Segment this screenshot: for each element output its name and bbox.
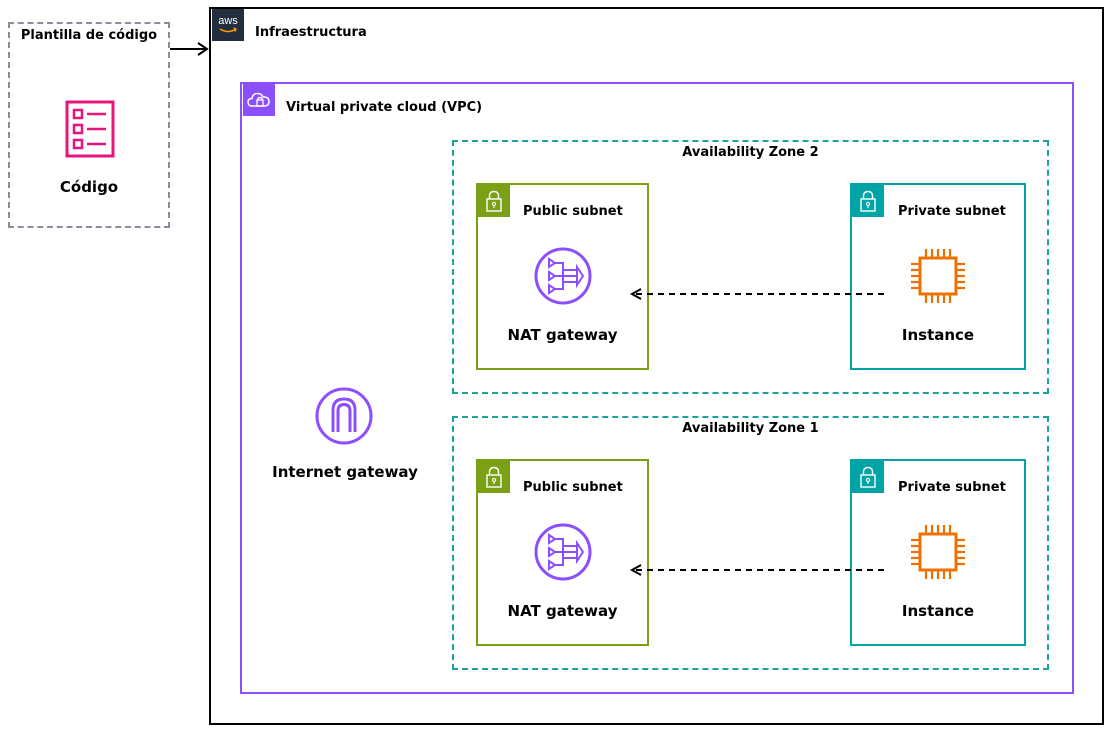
- availability-zone-title: Availability Zone 1: [682, 421, 819, 436]
- instance-label: Instance: [901, 326, 975, 344]
- code-template-title: Plantilla de código: [20, 28, 158, 43]
- lock-icon: [478, 461, 510, 493]
- internet-gateway-icon: [315, 387, 373, 445]
- lock-icon: [852, 461, 884, 493]
- code-label: Código: [59, 178, 119, 196]
- availability-zone-title: Availability Zone 2: [682, 145, 819, 160]
- public-subnet-az1: Public subnet NAT gateway: [476, 459, 649, 646]
- nat-gateway-label: NAT gateway: [507, 326, 618, 344]
- vpc-title: Virtual private cloud (VPC): [286, 100, 483, 115]
- public-subnet-title: Public subnet: [523, 480, 623, 495]
- aws-logo-text: aws: [218, 15, 238, 27]
- vpc-cloud-icon: [243, 84, 275, 116]
- infrastructure-title: Infraestructura: [255, 25, 367, 40]
- nat-gateway-icon: [534, 247, 592, 305]
- private-subnet-title: Private subnet: [898, 480, 1006, 495]
- code-template-group: Plantilla de código Código: [8, 22, 170, 228]
- nat-gateway-icon: [534, 523, 592, 581]
- ec2-instance-icon: [911, 525, 965, 579]
- aws-logo-icon: aws: [212, 9, 244, 41]
- availability-zone-1: Availability Zone 1: [452, 416, 1049, 670]
- vpc-group: [240, 82, 1074, 694]
- lock-icon: [478, 185, 510, 217]
- public-subnet-az2: Public subnet NAT gateway: [476, 183, 649, 370]
- availability-zone-2: Availability Zone 2: [452, 140, 1049, 394]
- public-subnet-title: Public subnet: [523, 204, 623, 219]
- template-to-infra-arrow: [170, 42, 209, 56]
- ec2-instance-icon: [911, 249, 965, 303]
- lock-icon: [852, 185, 884, 217]
- nat-gateway-label: NAT gateway: [507, 602, 618, 620]
- infrastructure-group: [209, 7, 1104, 725]
- template-list-icon: [65, 100, 115, 158]
- internet-gateway-label: Internet gateway: [272, 463, 418, 481]
- private-subnet-az2: Private subnet Instance: [850, 183, 1026, 370]
- instance-label: Instance: [901, 602, 975, 620]
- private-subnet-az1: Private subnet Instance: [850, 459, 1026, 646]
- private-subnet-title: Private subnet: [898, 204, 1006, 219]
